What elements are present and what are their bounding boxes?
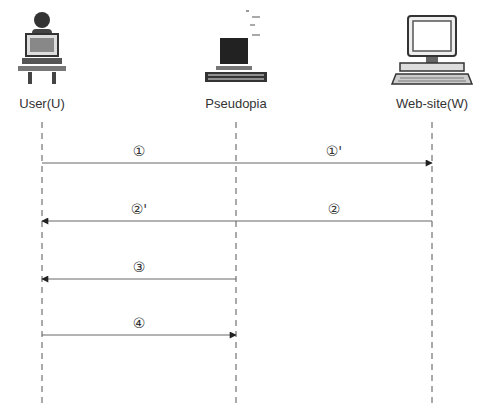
user-icon xyxy=(18,12,66,84)
server-icon xyxy=(205,10,267,82)
entity-label: User(U) xyxy=(16,95,68,112)
message-arrow xyxy=(236,221,432,222)
lifeline xyxy=(236,122,237,406)
computer-icon xyxy=(392,16,472,84)
entity-label: Pseudopia xyxy=(202,95,269,112)
message-arrow xyxy=(42,221,236,222)
message-arrow xyxy=(236,163,432,164)
step-number: ② xyxy=(326,202,343,217)
entity-label: Web-site(W) xyxy=(393,95,471,112)
message-arrow xyxy=(42,163,236,164)
step-number: ④ xyxy=(131,316,148,331)
entity-name: User(U) xyxy=(19,96,65,111)
step-number: ① xyxy=(131,144,148,159)
step-number: ①' xyxy=(324,144,344,159)
entity-name: Web-site(W) xyxy=(396,96,468,111)
message-arrow xyxy=(42,279,236,280)
step-number: ③ xyxy=(131,260,148,275)
lifeline xyxy=(432,122,433,406)
step-number: ②' xyxy=(129,202,149,217)
message-arrow xyxy=(42,335,236,336)
lifeline xyxy=(42,122,43,406)
entity-name: Pseudopia xyxy=(205,96,266,111)
